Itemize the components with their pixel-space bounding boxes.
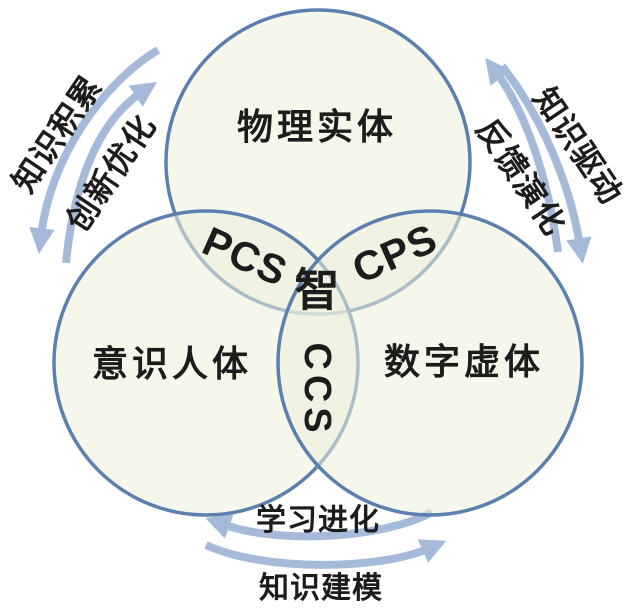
arrow-innovation-optimization <box>62 82 157 264</box>
label-ccs: CCS <box>296 342 338 438</box>
venn-circles <box>52 8 584 517</box>
arrow-learning-evolution <box>205 508 434 541</box>
arrow-knowledge-modeling <box>204 539 447 569</box>
label-digital-virtual: 数字虚体 <box>383 341 545 382</box>
flow-arrows <box>29 46 592 569</box>
label-learning-evolution: 学习进化 <box>256 504 380 537</box>
label-wisdom-center: 智 <box>294 264 340 316</box>
arrow-feedback-evolution <box>485 57 562 253</box>
circle-digital-virtual <box>276 209 584 517</box>
label-conscious-human: 意识人体 <box>91 343 253 384</box>
label-knowledge-modeling: 知识建模 <box>259 572 383 605</box>
label-physical-entity: 物理实体 <box>236 106 398 147</box>
arrow-knowledge-accumulation <box>29 46 161 254</box>
arrow-knowledge-driven <box>498 63 592 264</box>
